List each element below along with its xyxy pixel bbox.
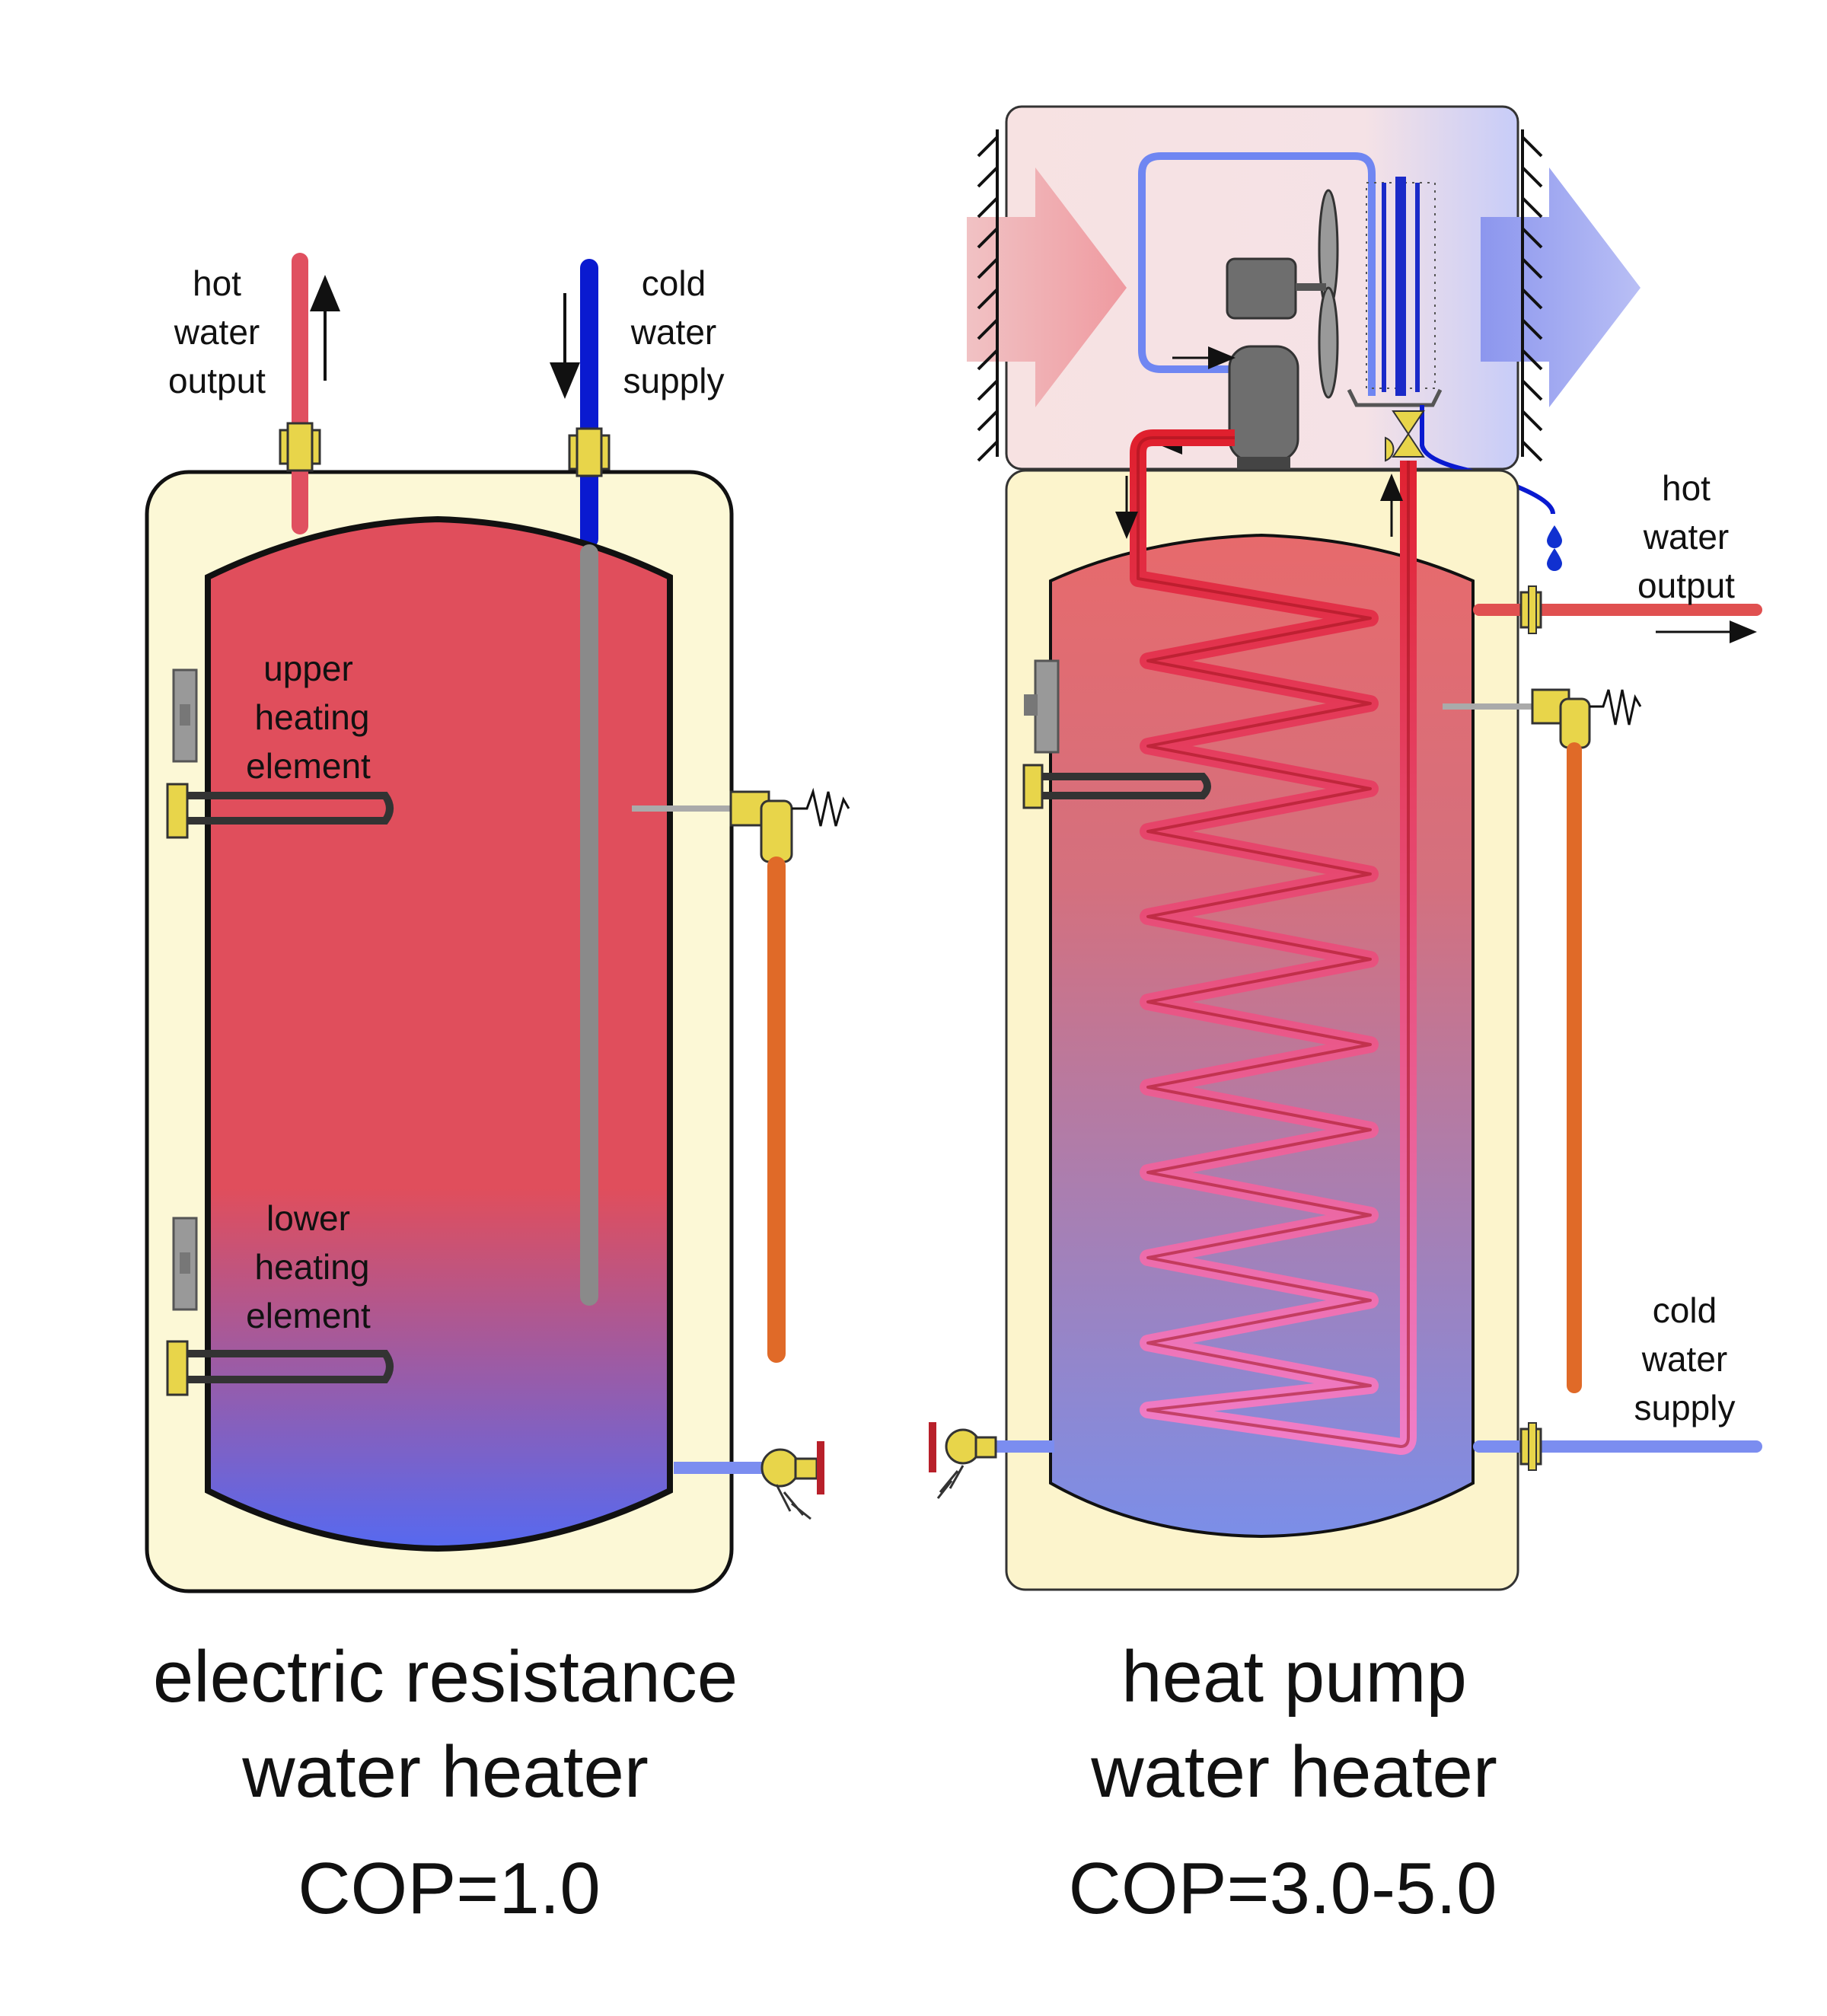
upper-heating-element [166, 668, 394, 839]
left-cold-label-line1: cold [642, 263, 706, 303]
electric-resistance-heater: hot water output cold water supply upper… [145, 253, 850, 1929]
right-hot-label-line2: water [1643, 517, 1729, 557]
condenser-coil-outline [1137, 436, 1410, 1448]
compressor [1228, 345, 1299, 471]
expansion-valve [1385, 410, 1425, 462]
left-relief-valve [632, 787, 850, 1363]
left-caption-line2: water heater [241, 1731, 649, 1813]
left-wall-hatching [977, 129, 999, 462]
air-inlet-arrow [967, 167, 1127, 407]
right-cold-supply-pipe [1473, 1440, 1762, 1453]
lower-element-label-line2: heating [255, 1247, 370, 1287]
left-drain-valve [674, 1441, 824, 1520]
water-drop-2 [1547, 548, 1562, 571]
left-hot-label-line1: hot [193, 263, 241, 303]
left-cold-label-line2: water [630, 312, 716, 352]
right-relief-valve [1443, 688, 1642, 1393]
left-cold-label-line3: supply [623, 361, 725, 400]
lower-element-label-line3: element [246, 1296, 371, 1335]
left-dip-tube [580, 544, 598, 1306]
right-hot-label-line1: hot [1662, 468, 1711, 508]
right-hot-output-pipe [1473, 604, 1762, 616]
evaporator-coil [1366, 177, 1436, 396]
backup-heating-element [1022, 659, 1211, 809]
right-cold-label-line1: cold [1653, 1290, 1717, 1330]
left-tank [205, 515, 673, 1552]
upper-element-label-line3: element [246, 746, 371, 786]
right-wall-hatching [1521, 129, 1543, 462]
drip-tray [1347, 388, 1443, 407]
water-drop-1 [1547, 525, 1562, 548]
left-cold-supply-pipe [580, 259, 598, 548]
upper-element-label-line2: heating [255, 697, 370, 737]
left-cop: COP=1.0 [298, 1848, 601, 1929]
lower-element-label-line1: lower [266, 1198, 350, 1238]
upper-element-label-line1: upper [263, 649, 353, 688]
right-caption-line1: heat pump [1121, 1636, 1467, 1718]
right-hot-fitting [1519, 585, 1542, 634]
right-hot-label-line3: output [1637, 566, 1735, 605]
left-cold-fitting [568, 427, 611, 477]
air-outlet-arrow [1481, 167, 1640, 407]
right-cold-label-line3: supply [1634, 1388, 1736, 1427]
right-caption-line2: water heater [1090, 1731, 1497, 1813]
fan [1226, 189, 1339, 399]
lower-heating-element [166, 1217, 394, 1396]
refrigerant-suction-line [1138, 152, 1376, 396]
right-cold-label-line2: water [1641, 1339, 1727, 1379]
left-hot-label-line2: water [174, 312, 260, 352]
right-cold-fitting [1519, 1422, 1542, 1471]
left-hot-label-line3: output [168, 361, 266, 400]
left-hot-output-pipe [292, 253, 308, 534]
left-caption-line1: electric resistance [153, 1636, 738, 1718]
heat-pump-heater: hot water output cold water supply heat … [929, 105, 1762, 1929]
right-cop: COP=3.0-5.0 [1069, 1848, 1497, 1929]
left-hot-fitting [279, 422, 321, 472]
right-drain-valve [929, 1422, 1054, 1499]
